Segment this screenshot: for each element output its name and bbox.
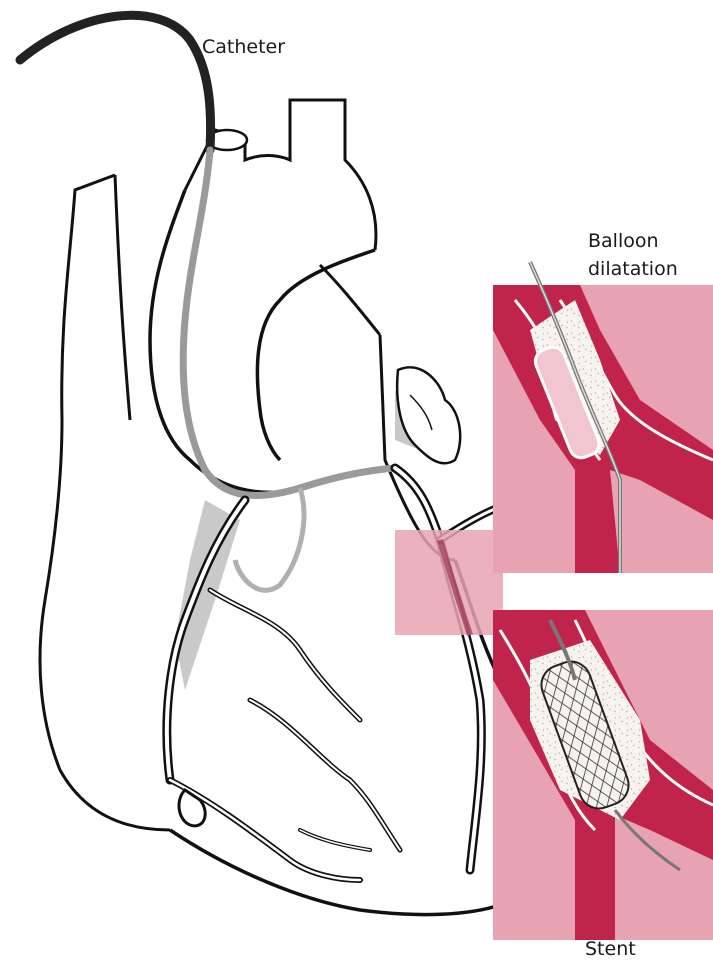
catheter-black	[20, 15, 211, 150]
zoom-region-overlay	[395, 530, 503, 635]
aorta-arch-outer	[257, 250, 375, 460]
vena-cava-outline	[40, 175, 170, 830]
catheter-label: Catheter	[202, 36, 285, 59]
balloon-dilatation-label-line2: dilatation	[588, 258, 678, 281]
balloon-dilatation-inset	[493, 262, 713, 573]
right-atrium-outline	[115, 175, 130, 420]
pulmonary-trunk	[320, 265, 380, 335]
catheter-gray	[183, 150, 395, 495]
stent-inset	[493, 610, 713, 940]
balloon-dilatation-label-line1: Balloon	[588, 230, 659, 253]
stent-label: Stent	[585, 938, 636, 961]
atrial-appendage	[397, 367, 460, 463]
